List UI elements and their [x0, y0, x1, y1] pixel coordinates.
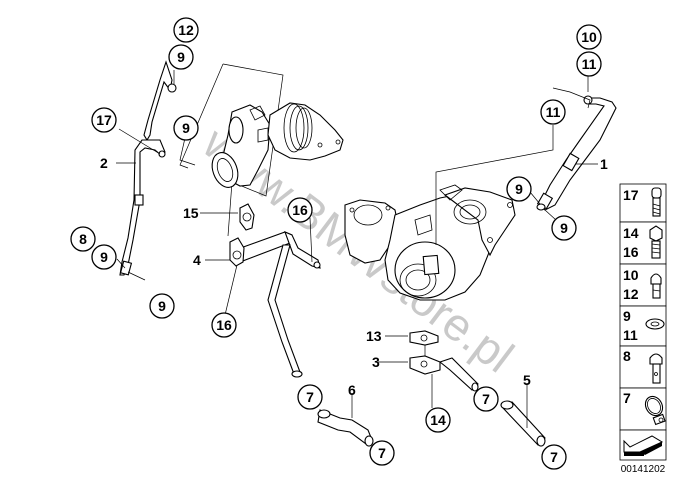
legend-row-10-12[interactable]: 10 12: [619, 263, 667, 307]
banjo-bolt-icon: [651, 187, 662, 217]
svg-text:16: 16: [292, 202, 308, 218]
svg-text:8: 8: [623, 348, 631, 364]
legend-row-8[interactable]: 8: [619, 345, 667, 389]
flange-3-pipe: [409, 355, 479, 392]
leader-lines: [116, 70, 598, 428]
svg-text:7: 7: [378, 445, 386, 461]
label-2[interactable]: 2: [100, 155, 108, 171]
fastener-legend: 17 14 16 10 12: [619, 183, 667, 475]
callout-11-top[interactable]: 11: [576, 51, 602, 77]
assembly-frame-left: [179, 63, 224, 169]
label-4[interactable]: 4: [193, 252, 201, 268]
callout-7-b[interactable]: 7: [369, 440, 395, 466]
svg-text:7: 7: [623, 390, 631, 406]
gasket-13: [409, 330, 439, 346]
svg-text:9: 9: [158, 298, 166, 314]
turbocharger-upper: [179, 63, 344, 237]
svg-text:9: 9: [515, 181, 523, 197]
legend-row-7[interactable]: 7: [619, 387, 667, 431]
hollow-bolt-icon: [649, 353, 663, 384]
callout-9-top[interactable]: 9: [168, 44, 194, 70]
callout-7-a[interactable]: 7: [297, 384, 323, 410]
oil-line-1: [536, 95, 617, 211]
svg-text:9: 9: [100, 249, 108, 265]
svg-text:11: 11: [546, 104, 561, 120]
callout-9-right-lower[interactable]: 9: [551, 215, 577, 241]
svg-text:17: 17: [96, 112, 112, 128]
svg-text:7: 7: [550, 449, 558, 465]
svg-text:12: 12: [623, 286, 639, 302]
svg-text:9: 9: [177, 49, 185, 65]
legend-row-arrow[interactable]: [619, 429, 667, 461]
hose-clamp-icon: [644, 395, 666, 426]
svg-text:12: 12: [178, 22, 194, 38]
label-15[interactable]: 15: [183, 205, 199, 221]
label-1[interactable]: 1: [600, 156, 608, 172]
svg-text:8: 8: [79, 231, 87, 247]
svg-text:10: 10: [623, 267, 639, 283]
svg-text:7: 7: [306, 389, 314, 405]
callout-16-lower[interactable]: 16: [211, 312, 237, 338]
callout-12[interactable]: 12: [173, 17, 199, 43]
legend-row-9-11[interactable]: 9 11: [619, 305, 667, 347]
svg-text:17: 17: [623, 187, 639, 203]
banjo-bolt-short-icon: [650, 273, 662, 299]
callout-9-right-upper[interactable]: 9: [506, 176, 532, 202]
assembly-frame-upper: [222, 63, 284, 237]
hose-5: [500, 400, 546, 447]
label-6[interactable]: 6: [348, 382, 356, 398]
callout-9-left-upper[interactable]: 9: [91, 244, 117, 270]
hose-6: [317, 409, 374, 447]
callout-11-mid[interactable]: 11: [540, 99, 566, 125]
legend-row-14-16[interactable]: 14 16: [619, 221, 667, 265]
legend-row-17[interactable]: 17: [619, 183, 667, 223]
svg-text:9: 9: [182, 120, 190, 136]
svg-text:14: 14: [430, 412, 446, 428]
oil-line-2: [119, 60, 177, 276]
callout-7-d[interactable]: 7: [541, 444, 567, 470]
sealing-washer-icon: [645, 318, 665, 330]
turbocharger-main: [344, 184, 516, 301]
svg-text:11: 11: [623, 327, 638, 343]
callout-17[interactable]: 17: [91, 107, 117, 133]
direction-arrow-icon: [623, 435, 664, 456]
svg-text:16: 16: [216, 317, 232, 333]
callout-9-inset[interactable]: 9: [173, 115, 199, 141]
label-13[interactable]: 13: [366, 328, 382, 344]
callout-16-upper[interactable]: 16: [287, 197, 313, 223]
svg-text:9: 9: [623, 308, 631, 324]
callout-10[interactable]: 10: [576, 24, 602, 50]
svg-text:16: 16: [623, 244, 639, 260]
svg-text:9: 9: [560, 220, 568, 236]
callout-8[interactable]: 8: [70, 226, 96, 252]
callout-14[interactable]: 14: [425, 407, 451, 433]
diagram-number: 00141202: [621, 464, 666, 475]
oil-return-line-4: [229, 203, 321, 378]
hex-bolt-icon: [649, 225, 663, 259]
label-5[interactable]: 5: [523, 372, 531, 388]
svg-text:14: 14: [623, 225, 639, 241]
label-3[interactable]: 3: [372, 354, 380, 370]
callout-9-left-lower[interactable]: 9: [149, 293, 175, 319]
svg-text:11: 11: [582, 56, 597, 72]
svg-text:10: 10: [581, 29, 597, 45]
svg-text:7: 7: [482, 391, 490, 407]
callout-7-c[interactable]: 7: [473, 386, 499, 412]
